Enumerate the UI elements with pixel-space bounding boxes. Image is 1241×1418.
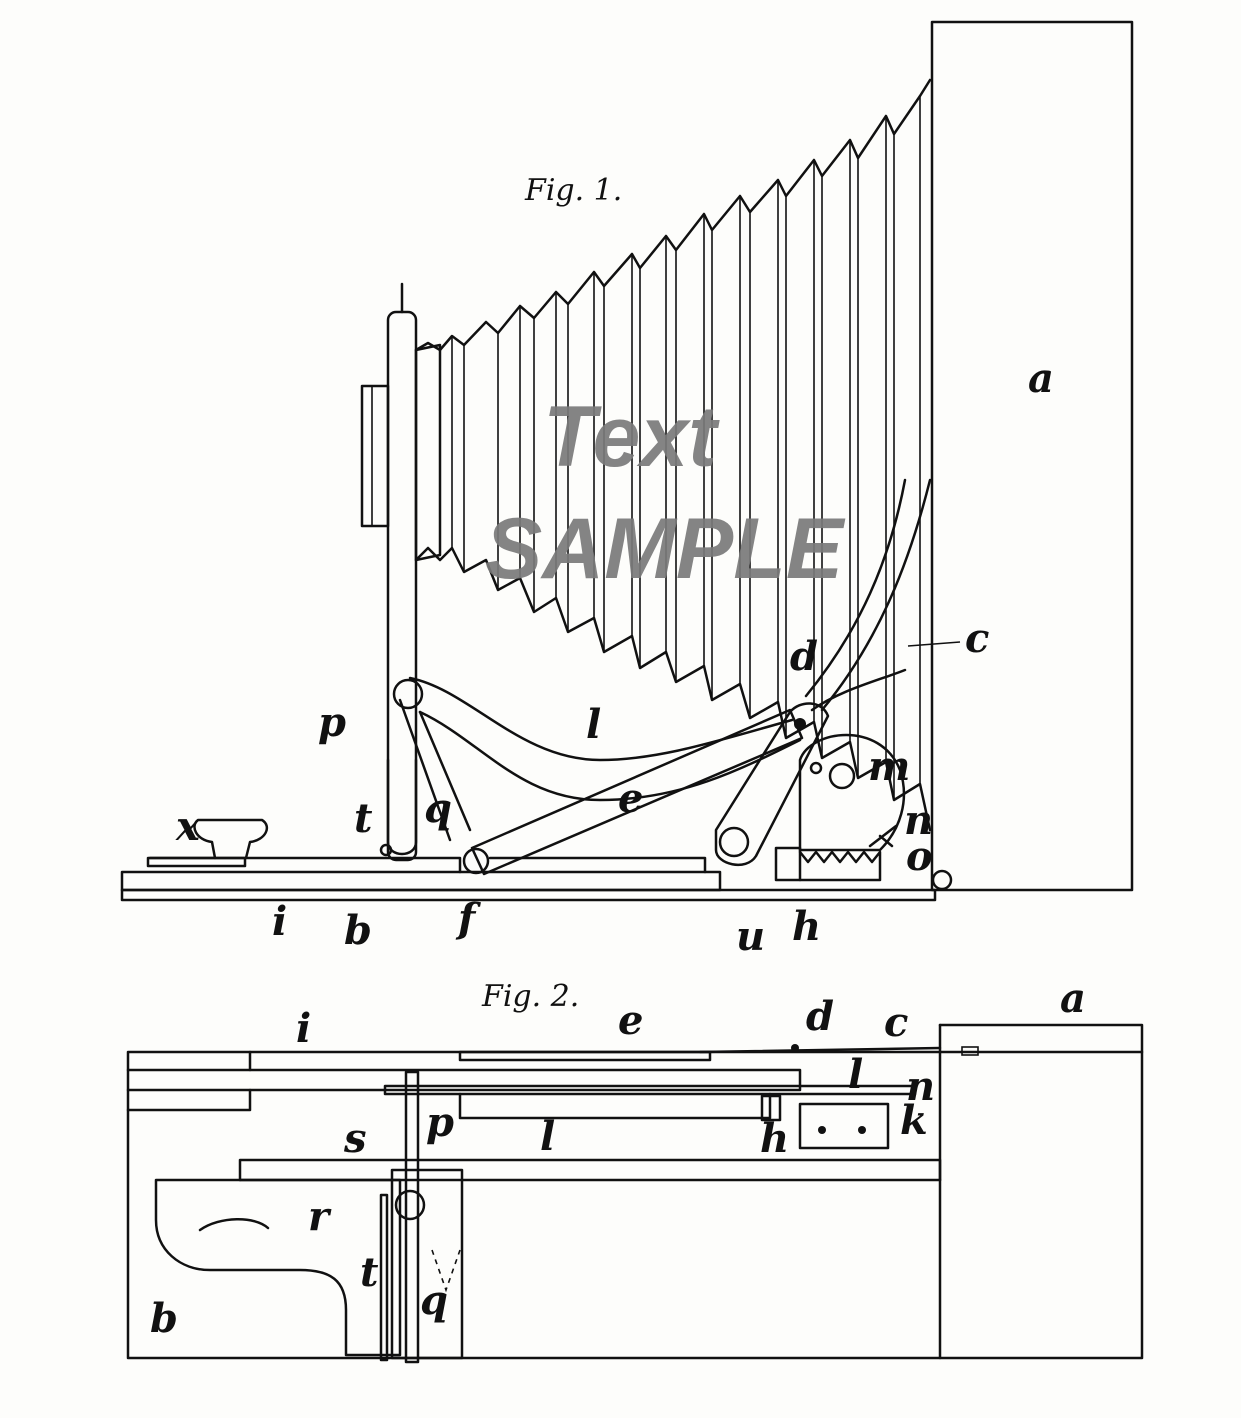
knob-x bbox=[193, 818, 269, 860]
label-f: f bbox=[455, 895, 481, 942]
label2-p: p bbox=[426, 1099, 454, 1146]
label-i: i bbox=[272, 898, 287, 945]
block-k bbox=[798, 1102, 890, 1150]
label2-n: n bbox=[906, 1063, 935, 1110]
label-e: e bbox=[618, 775, 643, 822]
label-o: o bbox=[906, 833, 933, 880]
label-l: l bbox=[586, 701, 601, 748]
rack-h bbox=[798, 850, 882, 882]
label-n: n bbox=[904, 797, 933, 844]
pivot-f bbox=[462, 847, 490, 875]
label-m: m bbox=[868, 743, 910, 790]
lens-board bbox=[360, 384, 390, 528]
label2-l: l bbox=[540, 1113, 555, 1160]
gear-h-plan bbox=[760, 1094, 782, 1122]
label-q: q bbox=[424, 785, 452, 832]
label2-b: b bbox=[150, 1295, 178, 1342]
label2-s: s bbox=[343, 1115, 367, 1162]
pivot-d bbox=[794, 718, 806, 730]
sample-watermark: Text SAMPLE bbox=[485, 389, 846, 597]
label2-q: q bbox=[420, 1277, 448, 1324]
watermark-line-1: Text bbox=[543, 389, 720, 485]
label-x: x bbox=[175, 803, 201, 850]
slot-r bbox=[198, 1218, 270, 1232]
slide-s bbox=[238, 1158, 942, 1182]
lever-d bbox=[714, 702, 830, 867]
label2-k: k bbox=[900, 1097, 928, 1144]
label-d: d bbox=[790, 633, 818, 680]
track-plate bbox=[488, 856, 707, 874]
bar-c-plan bbox=[698, 1046, 942, 1054]
pawl-n bbox=[868, 824, 898, 848]
figure-1: Fig. 1. bbox=[120, 20, 1134, 960]
block-r bbox=[154, 1178, 402, 1357]
strut-e-plan bbox=[458, 1050, 712, 1062]
label-c: c bbox=[965, 615, 989, 662]
label2-i: i bbox=[296, 1005, 311, 1052]
hinge-pin bbox=[931, 869, 953, 891]
pin-t-plan bbox=[379, 1193, 389, 1362]
label2-e: e bbox=[618, 997, 643, 1044]
fig2-caption: Fig. 2. bbox=[481, 979, 579, 1014]
bellows bbox=[414, 78, 932, 832]
bar-c-brace bbox=[810, 668, 907, 712]
gear-axle-m bbox=[828, 762, 856, 790]
label-t: t bbox=[354, 795, 373, 842]
label2-a: a bbox=[1060, 975, 1086, 1022]
arm-l-plan bbox=[458, 1092, 772, 1120]
gear-m bbox=[798, 733, 906, 852]
camera-back-a bbox=[930, 20, 1134, 892]
curved-bar-c-inner bbox=[804, 478, 907, 698]
baseboard-b bbox=[120, 888, 937, 902]
label-h: h bbox=[792, 903, 821, 950]
label-u: u bbox=[736, 913, 765, 960]
label-b: b bbox=[344, 907, 372, 954]
pivot-p bbox=[392, 678, 424, 710]
figure-2: Fig. 2. i bbox=[126, 975, 1144, 1364]
label2-r: r bbox=[308, 1193, 332, 1240]
slide-i bbox=[126, 1088, 252, 1112]
curved-bar-c-outer bbox=[820, 478, 932, 712]
knob-plate bbox=[146, 856, 247, 868]
watermark-line-2: SAMPLE bbox=[485, 501, 846, 597]
label2-l-upper: l bbox=[848, 1051, 863, 1098]
label2-t: t bbox=[360, 1249, 379, 1296]
strut-e bbox=[470, 708, 804, 876]
pin-t bbox=[379, 843, 393, 857]
label-a: a bbox=[1028, 355, 1054, 402]
arm-l-strut bbox=[398, 698, 452, 842]
pivot-p-plan bbox=[394, 1189, 426, 1221]
baseboard-b-plan bbox=[126, 1050, 1144, 1360]
label2-h: h bbox=[760, 1115, 789, 1162]
back-a-plan bbox=[938, 1023, 1144, 1054]
label2-d: d bbox=[806, 993, 834, 1040]
front-slide-i bbox=[148, 856, 462, 874]
rod-l bbox=[383, 1084, 917, 1096]
front-standard bbox=[386, 310, 418, 862]
curved-arm-l-bottom bbox=[418, 710, 802, 802]
lever-pivot bbox=[718, 826, 750, 858]
label-p: p bbox=[318, 699, 346, 746]
bracket-q bbox=[390, 1168, 464, 1360]
block-h bbox=[774, 846, 802, 882]
fig1-caption: Fig. 1. bbox=[524, 173, 622, 208]
foot-q bbox=[386, 758, 418, 856]
label2-c: c bbox=[884, 999, 908, 1046]
base-rail bbox=[120, 870, 722, 892]
